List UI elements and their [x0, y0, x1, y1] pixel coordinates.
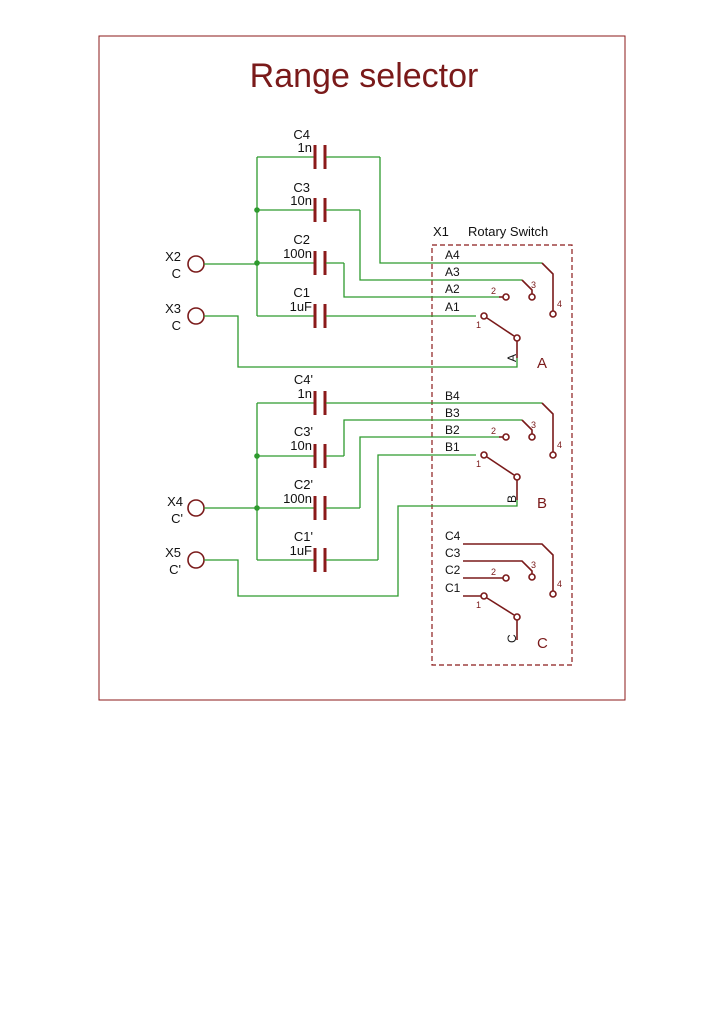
connector-ref: X2	[165, 249, 181, 264]
switch-pin-label: B3	[445, 406, 460, 420]
capacitor-value: 1uF	[290, 543, 312, 558]
capacitor-ref: C1	[293, 285, 310, 300]
switch-pin-label: A4	[445, 248, 460, 262]
connector-net: C	[172, 266, 181, 281]
position-number: 3	[531, 560, 536, 570]
switch-pin-label: A3	[445, 265, 460, 279]
capacitor-ref: C2'	[294, 477, 313, 492]
capacitor-ref: C3'	[294, 424, 313, 439]
connector-ref: X4	[167, 494, 183, 509]
connector-ref: X3	[165, 301, 181, 316]
capacitor-value: 10n	[290, 438, 312, 453]
position-number: 3	[531, 420, 536, 430]
capacitor-value: 1n	[298, 140, 312, 155]
section-label: C	[537, 635, 548, 652]
position-number: 4	[557, 579, 562, 589]
capacitor-bank-lower: C4' 1n C3' 10n C2' 100n C1' 1	[254, 372, 542, 572]
switch-pin-label: B1	[445, 440, 460, 454]
capacitor-c4-prime: C4' 1n	[257, 372, 542, 415]
switch-pin-label: A1	[445, 300, 460, 314]
switch-name: Rotary Switch	[468, 224, 548, 239]
connector-x3: X3 C	[165, 301, 518, 368]
capacitor-ref: C2	[293, 232, 310, 247]
capacitor-value: 100n	[283, 246, 312, 261]
switch-pin-label: C4	[445, 529, 461, 543]
section-label: A	[537, 355, 547, 372]
switch-pin-label: B4	[445, 389, 460, 403]
capacitor-value: 10n	[290, 193, 312, 208]
capacitor-c2: C2 100n	[257, 232, 344, 275]
position-number: 1	[476, 600, 481, 610]
connector-x5: X5 C'	[165, 500, 518, 597]
section-label: B	[537, 495, 547, 512]
capacitor-ref: C3	[293, 180, 310, 195]
capacitor-value: 1n	[298, 386, 312, 401]
switch-pin-label: A2	[445, 282, 460, 296]
capacitor-ref: C4	[293, 127, 310, 142]
switch-pin-label: C2	[445, 563, 461, 577]
connector-net: C'	[171, 511, 183, 526]
capacitor-c3: C3 10n	[257, 180, 360, 222]
capacitor-c1-prime: C1' 1uF	[257, 529, 378, 572]
position-number: 3	[531, 280, 536, 290]
capacitor-ref: C4'	[294, 372, 313, 387]
connector-net: C	[172, 318, 181, 333]
capacitor-c1: C1 1uF	[257, 285, 476, 328]
connector-x4: X4 C'	[167, 494, 257, 526]
capacitor-value: 100n	[283, 491, 312, 506]
common-pin-label: A	[505, 354, 519, 362]
diagram-title: Range selector	[250, 57, 479, 95]
switch-pin-label: B2	[445, 423, 460, 437]
capacitor-c3-prime: C3' 10n	[257, 424, 344, 468]
common-pin-label: C	[505, 634, 519, 643]
switch-section-a: A4 A3 A2 A1 1 2 3 4 A A	[445, 248, 562, 372]
switch-section-c: C4 C3 C2 C1 1 2 3 4 C C	[445, 529, 562, 652]
switch-pin-label: C3	[445, 546, 461, 560]
connector-ref: X5	[165, 545, 181, 560]
position-number: 2	[491, 426, 496, 436]
capacitor-value: 1uF	[290, 299, 312, 314]
common-pin-label: B	[505, 495, 519, 503]
capacitor-bank-upper: C4 1n C3 10n C2 100n C1 1uF	[254, 127, 542, 328]
position-number: 1	[476, 320, 481, 330]
drawing-frame	[98, 35, 626, 701]
connector-x2: X2 C	[165, 249, 257, 281]
switch-section-b: B4 B3 B2 B1 1 2 3 4 B B	[445, 389, 562, 512]
position-number: 2	[491, 567, 496, 577]
capacitor-c4: C4 1n	[257, 127, 380, 169]
capacitor-ref: C1'	[294, 529, 313, 544]
switch-ref: X1	[433, 224, 449, 239]
capacitor-c2-prime: C2' 100n	[257, 477, 360, 520]
position-number: 4	[557, 299, 562, 309]
position-number: 4	[557, 440, 562, 450]
position-number: 1	[476, 459, 481, 469]
position-number: 2	[491, 286, 496, 296]
switch-pin-label: C1	[445, 581, 461, 595]
connector-net: C'	[169, 562, 181, 577]
